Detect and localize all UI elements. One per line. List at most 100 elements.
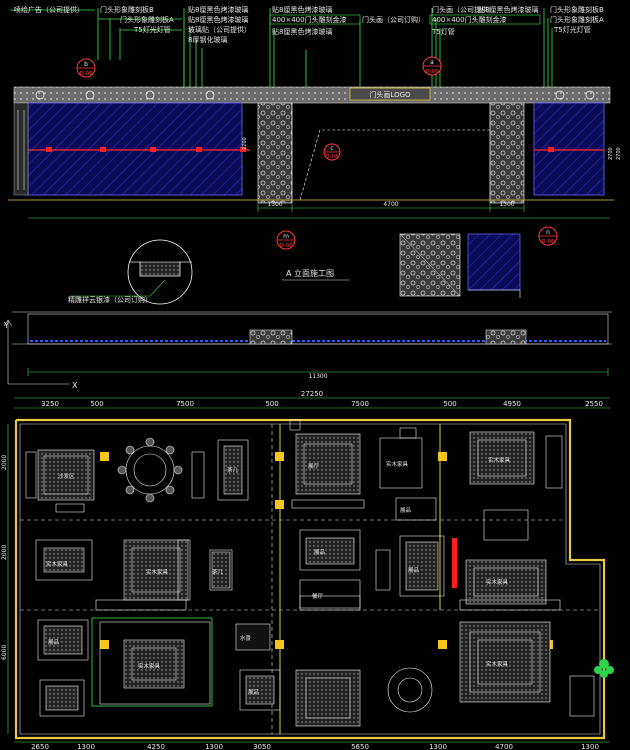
section-marker: n D-06: [538, 226, 558, 246]
svg-text:实木家具: 实木家具: [46, 560, 69, 568]
svg-text:D-06: D-06: [325, 154, 339, 160]
plan-bottom-dim-labels: 2650 1300 4250 1300 3050 5650 1300 4700 …: [31, 743, 599, 750]
elevation-dimensions: [28, 204, 610, 219]
svg-text:展品: 展品: [400, 507, 412, 514]
plant-icon: [594, 659, 614, 678]
svg-text:茶几: 茶几: [227, 466, 239, 474]
callout-text: 门头画（公司提供）: [432, 5, 495, 14]
svg-text:展品: 展品: [314, 549, 326, 556]
callout-text: 玻璃贴（公司提供）: [188, 25, 251, 34]
svg-text:D-06: D-06: [541, 239, 555, 245]
callout-text: 喷绘广告（公司提供）: [14, 5, 84, 14]
ruler: [27, 368, 609, 376]
svg-text:D-06: D-06: [425, 69, 439, 75]
callout-text: 400×400门头雕刻金漆: [432, 15, 507, 24]
svg-text:n: n: [546, 229, 550, 236]
svg-text:7500: 7500: [351, 400, 369, 408]
svg-text:500: 500: [443, 400, 456, 408]
svg-text:餐厅: 餐厅: [312, 592, 324, 600]
section-marker: a D-06: [422, 56, 442, 76]
svg-text:2650: 2650: [31, 743, 49, 750]
svg-text:展品: 展品: [408, 567, 420, 574]
section-strip: [3, 311, 612, 385]
callouts-right: 门头画（公司提供） 贴8厘黑色烤漆玻璃 400×400门头雕刻金漆 T5灯管 门…: [429, 5, 604, 36]
detail-circle: [70, 239, 193, 305]
furniture: [25, 427, 595, 727]
ruler-dim: 11300: [308, 373, 327, 380]
svg-text:实木家具: 实木家具: [486, 660, 509, 668]
plan-left-dim-labels: 2000 2000 6000: [1, 455, 8, 660]
callout-text: 贴8厘黑色烤漆玻璃: [272, 27, 332, 36]
svg-text:2200: 2200: [242, 137, 248, 150]
elevation-title: A 立面施工图: [286, 268, 334, 278]
svg-text:D-06: D-06: [279, 243, 293, 249]
axis-y-label: Y: [3, 321, 9, 330]
svg-text:展品: 展品: [248, 689, 260, 696]
svg-text:水景: 水景: [240, 634, 252, 642]
callout-text: 门头形象雕刻板A: [120, 15, 174, 24]
callout-text: T5灯光灯管: [133, 25, 171, 34]
callout-text: T5灯管: [431, 27, 455, 36]
svg-text:实木家具: 实木家具: [486, 578, 509, 586]
callout-text: 400×400门头雕刻金漆: [272, 15, 347, 24]
svg-text:4700: 4700: [383, 201, 398, 208]
callout-text: 门头画（公司订购）: [362, 15, 425, 24]
svg-text:实木家具: 实木家具: [138, 662, 161, 670]
svg-text:2000: 2000: [1, 455, 8, 470]
callouts-mid: 贴8厘黑色烤漆玻璃 400×400门头雕刻金漆 门头画（公司订购） 贴8厘黑色烤…: [269, 5, 425, 36]
plan-top-dims: [14, 397, 610, 409]
svg-text:5650: 5650: [351, 743, 369, 750]
svg-text:4950: 4950: [503, 400, 521, 408]
callout-text: 贴8厘黑色烤漆玻璃: [478, 5, 538, 14]
svg-text:1300: 1300: [77, 743, 95, 750]
callout-text: 门头形象雕刻板B: [550, 5, 604, 14]
svg-text:2700: 2700: [616, 147, 622, 160]
svg-text:3050: 3050: [253, 743, 271, 750]
callout-text: 贴8厘黑色烤漆玻璃: [188, 5, 248, 14]
door-sign: 门头画LOGO: [369, 90, 411, 99]
svg-text:实木家具: 实木家具: [386, 460, 409, 468]
plan-top-dim-labels: 3250 500 7500 500 7500 500 4950 2550: [41, 400, 603, 408]
svg-text:2550: 2550: [585, 400, 603, 408]
svg-text:1300: 1300: [581, 743, 599, 750]
axis-x-label: X: [72, 381, 78, 390]
elevation-dimension-labels: 1300 4700 1300 2200 2700 2700: [242, 137, 622, 208]
svg-text:a: a: [430, 59, 434, 66]
section-marker: m D-06: [276, 230, 296, 250]
svg-text:1300: 1300: [205, 743, 223, 750]
svg-text:m: m: [283, 233, 289, 240]
svg-text:500: 500: [265, 400, 278, 408]
callout-text: 8厚钢化玻璃: [188, 35, 227, 44]
svg-text:3250: 3250: [41, 400, 59, 408]
callout-text: 门头形象雕刻板A: [550, 15, 604, 24]
elevation-drawing: 门头画LOGO: [8, 86, 614, 204]
svg-text:4700: 4700: [495, 743, 513, 750]
svg-text:实木家具: 实木家具: [146, 568, 169, 576]
svg-text:2700: 2700: [608, 147, 614, 160]
callout-text: 贴8厘黑色烤漆玻璃: [272, 5, 332, 14]
callout-text: T5灯光灯管: [553, 25, 591, 34]
svg-text:沙发区: 沙发区: [58, 472, 75, 480]
svg-text:茶几: 茶几: [212, 568, 224, 576]
svg-text:1300: 1300: [267, 201, 282, 208]
section-marker: b D-06: [76, 58, 96, 78]
svg-text:展厅: 展厅: [308, 463, 320, 470]
svg-text:D-06: D-06: [79, 71, 93, 77]
svg-text:2000: 2000: [1, 545, 8, 560]
svg-text:实木家具: 实木家具: [488, 456, 511, 464]
svg-text:4250: 4250: [147, 743, 165, 750]
svg-text:6000: 6000: [1, 645, 8, 660]
svg-text:c: c: [330, 145, 333, 152]
svg-text:展品: 展品: [48, 639, 60, 646]
section-marker: c D-06: [323, 143, 341, 161]
svg-text:1300: 1300: [499, 201, 514, 208]
red-accent: [452, 538, 457, 588]
detail-note: 精雕祥云银漆（公司订购）: [68, 295, 152, 304]
ornament-detail: [399, 233, 521, 298]
callouts-left: 喷绘广告（公司提供） 门头形象雕刻板B 门头形象雕刻板A T5灯光灯管 贴8厘黑…: [14, 5, 251, 44]
svg-text:1300: 1300: [429, 743, 447, 750]
callout-text: 贴8厘黑色烤漆玻璃: [188, 15, 248, 24]
svg-text:b: b: [84, 61, 88, 68]
svg-text:500: 500: [90, 400, 103, 408]
